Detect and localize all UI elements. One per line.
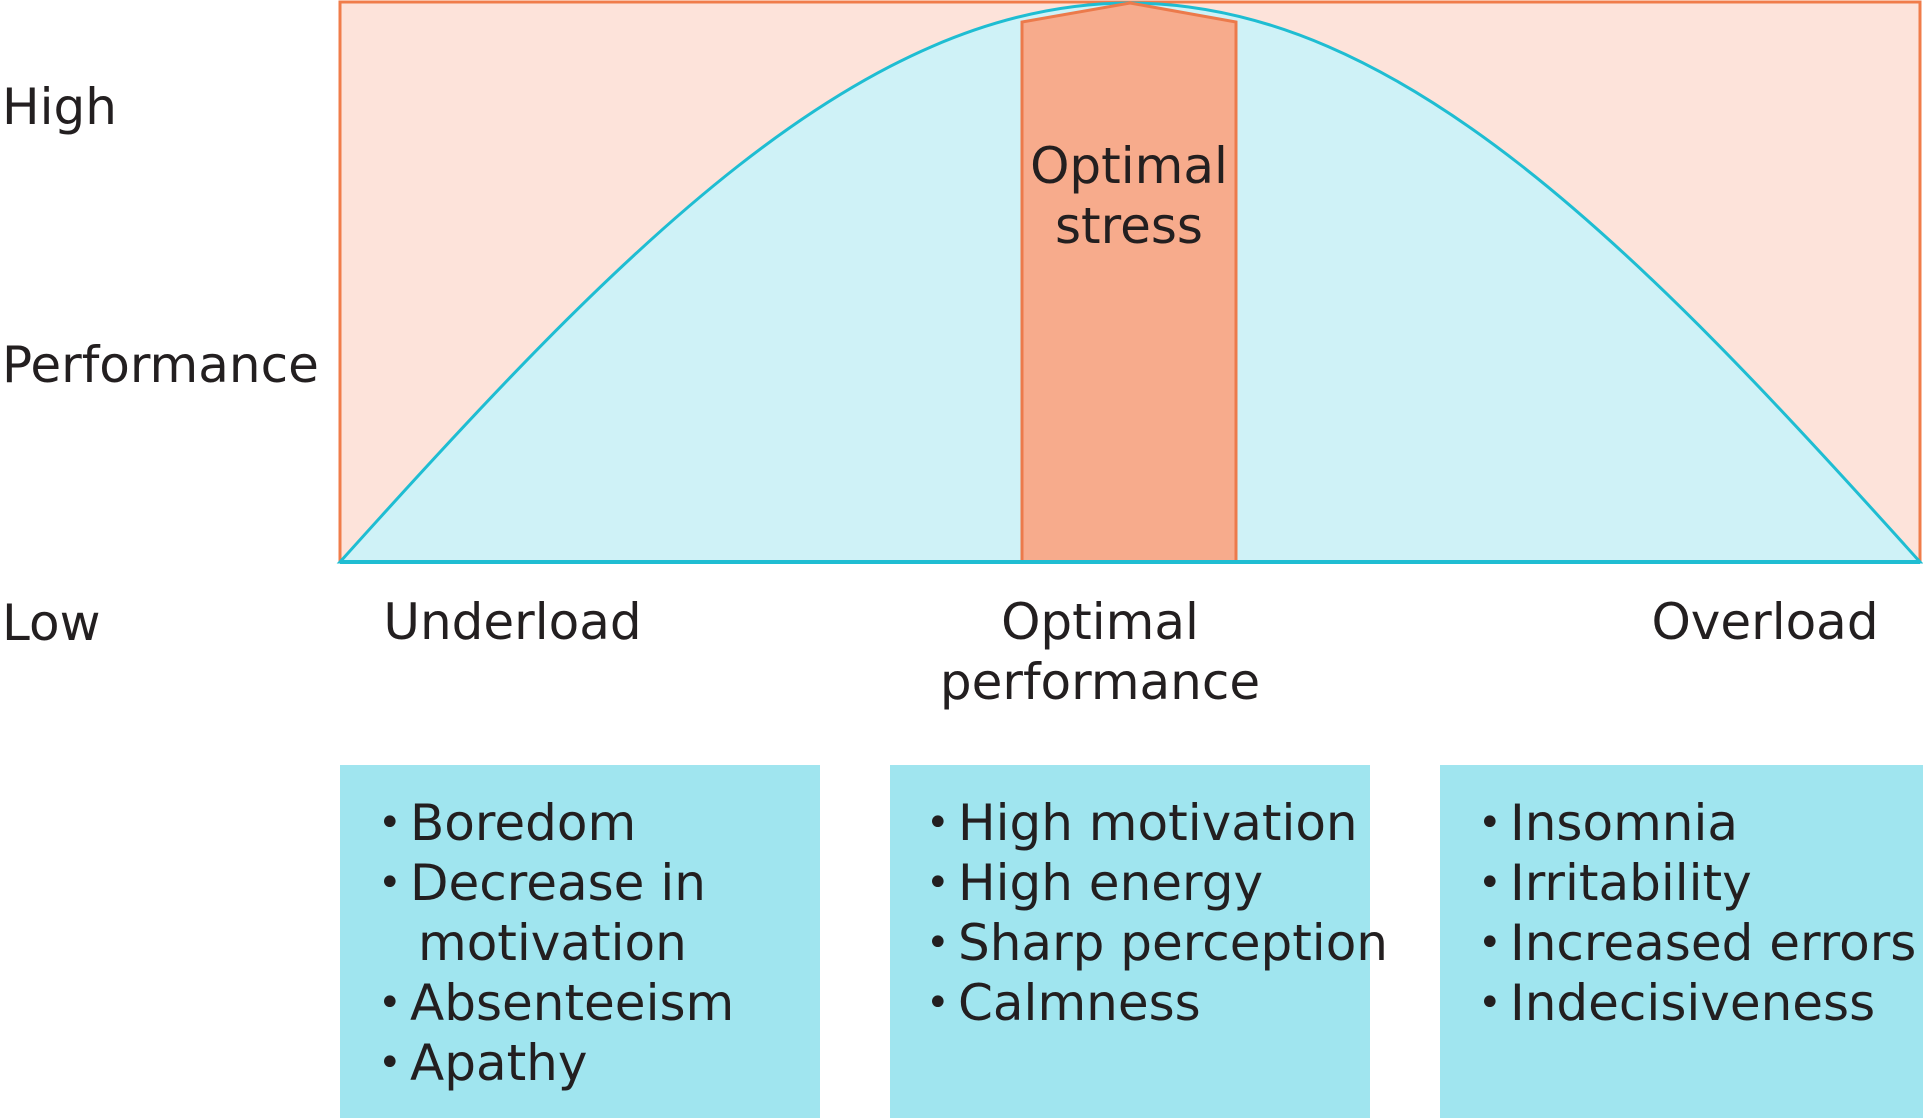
optimal-symptoms-box: •High motivation •High energy •Sharp per… <box>890 765 1388 1118</box>
zone-label-underload-text: Underload <box>383 593 642 651</box>
overload-symptoms-box: •Insomnia •Irritability •Increased error… <box>1440 765 1923 1118</box>
list-item: •Absenteeism <box>378 973 820 1033</box>
list-item-text-continued: motivation <box>418 914 687 972</box>
bullet-icon: • <box>1478 920 1502 966</box>
optimal-stress-label-line1: Optimal <box>1030 137 1228 195</box>
list-item: •Sharp perception <box>926 913 1388 973</box>
optimal-stress-label-line2: stress <box>1055 197 1203 255</box>
bullet-icon: • <box>926 800 950 846</box>
y-axis-low-label: Low <box>2 594 101 652</box>
optimal-symptoms-list: •High motivation •High energy •Sharp per… <box>926 793 1388 1033</box>
list-item: •Boredom <box>378 793 820 853</box>
list-item: •Increased errors <box>1478 913 1923 973</box>
list-item-text: Sharp perception <box>958 914 1388 972</box>
overload-symptoms-list: •Insomnia •Irritability •Increased error… <box>1478 793 1923 1033</box>
bullet-icon: • <box>378 860 402 906</box>
list-item: •High motivation <box>926 793 1370 853</box>
list-item-text: Absenteeism <box>410 974 735 1032</box>
zone-label-underload: Underload <box>340 592 685 652</box>
list-item-text: Apathy <box>410 1034 588 1092</box>
bullet-icon: • <box>378 1040 402 1086</box>
list-item-text: High motivation <box>958 794 1358 852</box>
bullet-icon: • <box>378 980 402 1026</box>
list-item: •High energy <box>926 853 1370 913</box>
bullet-icon: • <box>1478 980 1502 1026</box>
bullet-icon: • <box>926 980 950 1026</box>
list-item-text: Boredom <box>410 794 637 852</box>
optimal-stress-column <box>1020 1 1238 564</box>
list-item: •Apathy <box>378 1033 820 1093</box>
optimal-stress-label: Optimal stress <box>1022 136 1236 256</box>
bullet-icon: • <box>378 800 402 846</box>
list-item-text: Decrease in <box>410 854 706 912</box>
bullet-icon: • <box>1478 860 1502 906</box>
list-item-text: Calmness <box>958 974 1201 1032</box>
list-item: •Calmness <box>926 973 1370 1033</box>
list-item-text: Increased errors <box>1510 914 1917 972</box>
zone-label-optimal-performance: Optimal performance <box>900 592 1300 712</box>
zone-label-optimal-line1: Optimal <box>1001 593 1199 651</box>
zone-label-overload-text: Overload <box>1651 593 1879 651</box>
zone-label-overload: Overload <box>1600 592 1923 652</box>
list-item-text: Irritability <box>1510 854 1752 912</box>
y-axis-title: Performance <box>2 336 319 394</box>
list-item: •Irritability <box>1478 853 1923 913</box>
list-item: •Indecisiveness <box>1478 973 1923 1033</box>
list-item-text: High energy <box>958 854 1264 912</box>
y-axis-high-label: High <box>2 78 117 136</box>
zone-label-optimal-line2: performance <box>939 653 1261 711</box>
bullet-icon: • <box>1478 800 1502 846</box>
list-item-text: Indecisiveness <box>1510 974 1876 1032</box>
bullet-icon: • <box>926 860 950 906</box>
list-item: •Insomnia <box>1478 793 1923 853</box>
bullet-icon: • <box>926 920 950 966</box>
list-item-text: Insomnia <box>1510 794 1739 852</box>
